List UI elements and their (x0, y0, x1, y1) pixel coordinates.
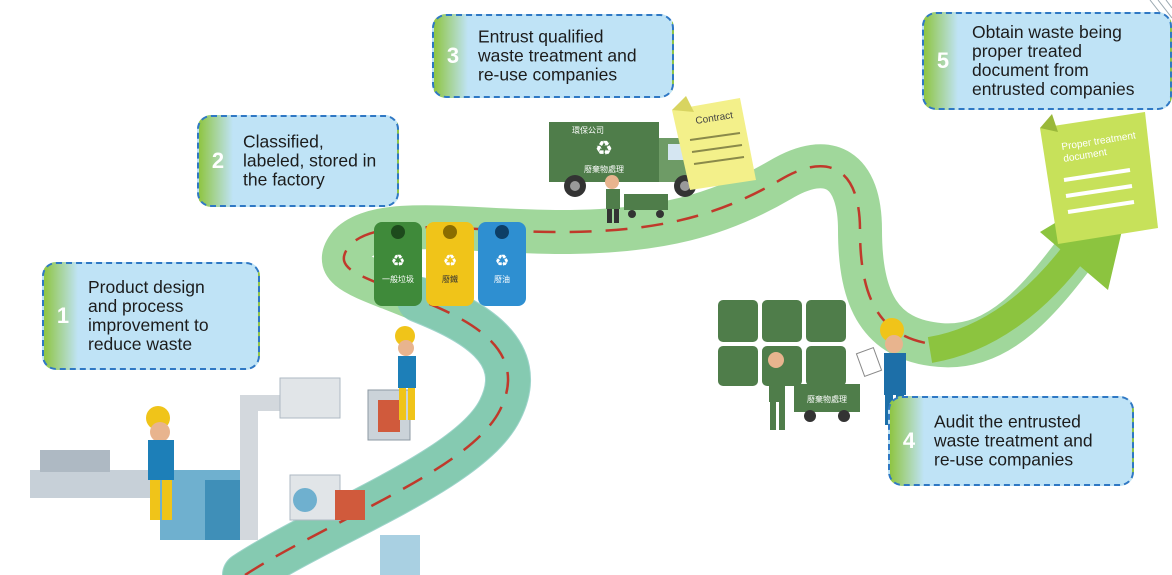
step-2-box: 2 Classified, labeled, stored in the fac… (197, 115, 399, 207)
recycling-bins: ♻ 一般垃圾 ♻ 廢鐵 ♻ 廢油 (374, 222, 526, 306)
step-1-box: 1 Product design and process improvement… (42, 262, 260, 370)
factory-machines (30, 377, 420, 575)
svg-text:♻: ♻ (595, 138, 613, 160)
svg-text:♻: ♻ (391, 253, 405, 270)
worker-factory (146, 406, 174, 520)
bin-metal: ♻ 廢鐵 (426, 222, 474, 306)
step-3-text: Entrust qualified waste treatment and re… (478, 26, 637, 85)
step-2-number: 2 (211, 148, 225, 173)
step-1-text: Product design and process improvement t… (88, 277, 209, 354)
svg-text:♻: ♻ (495, 253, 509, 270)
bin-general-label: 一般垃圾 (382, 274, 414, 284)
bin-oil: ♻ 廢油 (478, 222, 526, 306)
step-4-number: 4 (902, 428, 916, 453)
bin-metal-label: 廢鐵 (442, 274, 458, 284)
worker-cart: 廢棄物處理 (768, 352, 860, 430)
worker-middle (395, 326, 416, 420)
cart-label: 廢棄物處理 (807, 394, 847, 404)
worker-truck (605, 175, 668, 223)
truck-company-label: 環保公司 (572, 125, 604, 135)
step-1-number: 1 (56, 303, 70, 328)
step-4-box: 4 Audit the entrusted waste treatment an… (888, 396, 1134, 486)
step-5-box: 5 Obtain waste being proper treated docu… (922, 12, 1172, 110)
step-4-text: Audit the entrusted waste treatment and … (934, 411, 1093, 470)
step-5-text: Obtain waste being proper treated docume… (972, 22, 1135, 99)
contract-note: Contract (672, 96, 756, 190)
arrow-tail (927, 237, 1091, 363)
treatment-document: Proper treatment document (1040, 112, 1158, 244)
bin-general: ♻ 一般垃圾 (374, 222, 422, 306)
truck-cargo-label: 廢棄物處理 (584, 164, 624, 174)
step-2-text: Classified, labeled, stored in the facto… (243, 131, 377, 190)
step-5-number: 5 (936, 48, 950, 73)
bin-oil-label: 廢油 (494, 274, 510, 284)
step-3-number: 3 (446, 43, 460, 68)
svg-text:♻: ♻ (443, 253, 457, 270)
step-3-box: 3 Entrust qualified waste treatment and … (432, 14, 674, 98)
winding-road (222, 144, 1107, 575)
